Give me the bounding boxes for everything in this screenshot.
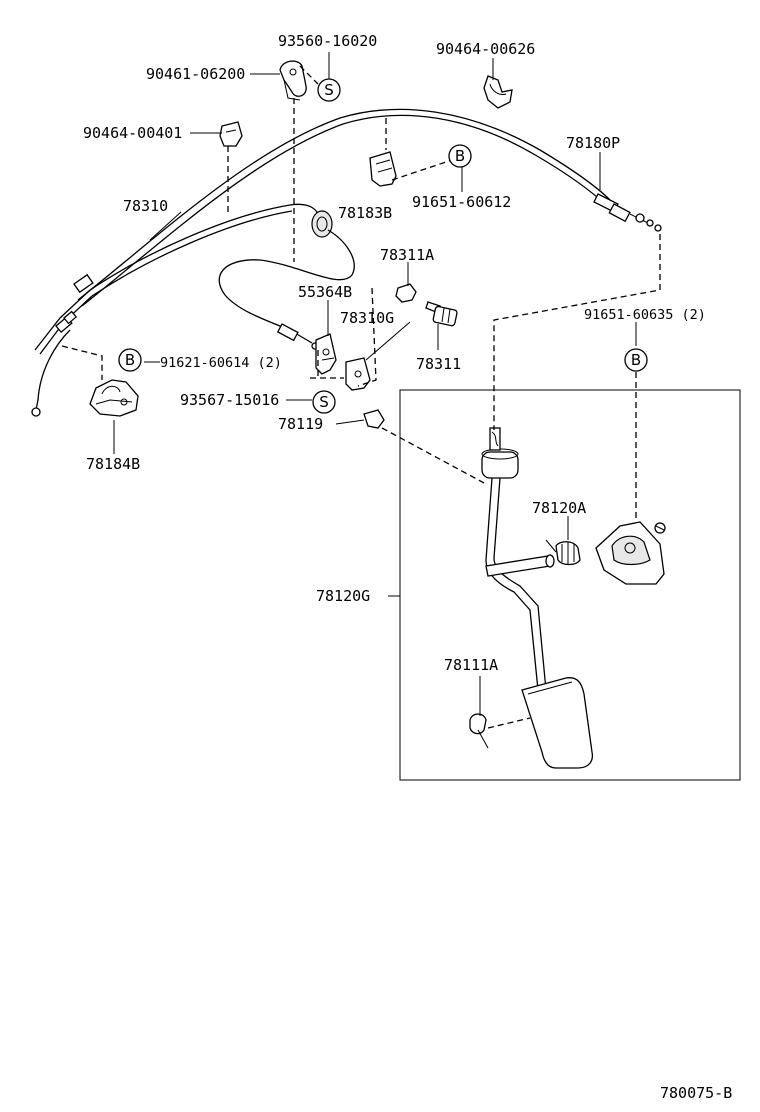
label-78310: 78310 bbox=[123, 197, 168, 215]
bracket-78310G bbox=[345, 357, 371, 391]
label-93567-15016: 93567-15016 bbox=[180, 391, 279, 409]
callout-s-mid-letter: S bbox=[319, 393, 329, 411]
clip-90461-06200 bbox=[279, 60, 307, 101]
callout-s-mid: S bbox=[312, 390, 336, 414]
callout-b-left: B bbox=[118, 348, 142, 372]
diagram-reference-number: 780075-B bbox=[660, 1084, 732, 1102]
spring-78120A bbox=[545, 539, 581, 566]
label-91621-60614: 91621-60614 (2) bbox=[160, 355, 282, 371]
pedal-lever-78120G bbox=[481, 448, 594, 769]
label-55364B: 55364B bbox=[298, 283, 352, 301]
clip-90464-00401 bbox=[219, 121, 243, 147]
label-78111A: 78111A bbox=[444, 656, 498, 674]
label-93560-16020: 93560-16020 bbox=[278, 32, 377, 50]
label-78119: 78119 bbox=[278, 415, 323, 433]
bolt-78311 bbox=[425, 301, 458, 327]
nut-78311A bbox=[395, 283, 417, 303]
label-78311: 78311 bbox=[416, 355, 461, 373]
bracket-55364B bbox=[315, 333, 337, 375]
bracket-78183B bbox=[369, 151, 397, 187]
label-91651-60635: 91651-60635 (2) bbox=[584, 307, 706, 323]
label-78180P: 78180P bbox=[566, 134, 620, 152]
label-78311A: 78311A bbox=[380, 246, 434, 264]
label-78120G: 78120G bbox=[316, 587, 370, 605]
callout-s-top-letter: S bbox=[324, 81, 334, 99]
callout-b-left-letter: B bbox=[125, 351, 135, 369]
callout-b-top: B bbox=[448, 144, 472, 168]
label-91651-60612: 91651-60612 bbox=[412, 193, 511, 211]
pedal-assembly-frame bbox=[399, 389, 741, 781]
dashed-connectors bbox=[61, 65, 661, 729]
label-78310G: 78310G bbox=[340, 309, 394, 327]
pedal-bracket-housing bbox=[595, 521, 666, 585]
callout-b-right-letter: B bbox=[631, 351, 641, 369]
bracket-78184B bbox=[89, 379, 139, 417]
callout-b-top-letter: B bbox=[455, 147, 465, 165]
clamp-90464-00626 bbox=[483, 75, 513, 109]
clip-78111A bbox=[469, 713, 489, 749]
cable-78180P bbox=[77, 108, 662, 307]
label-78120A: 78120A bbox=[532, 499, 586, 517]
label-90461-06200: 90461-06200 bbox=[146, 65, 245, 83]
cable-78310 bbox=[31, 203, 355, 417]
leader-lines bbox=[113, 52, 637, 716]
stopper-78119 bbox=[363, 409, 385, 429]
label-78183B: 78183B bbox=[338, 204, 392, 222]
callout-b-right: B bbox=[624, 348, 648, 372]
label-90464-00401: 90464-00401 bbox=[83, 124, 182, 142]
label-90464-00626: 90464-00626 bbox=[436, 40, 535, 58]
callout-s-top: S bbox=[317, 78, 341, 102]
pedal-cable-hook bbox=[489, 427, 501, 451]
label-78184B: 78184B bbox=[86, 455, 140, 473]
